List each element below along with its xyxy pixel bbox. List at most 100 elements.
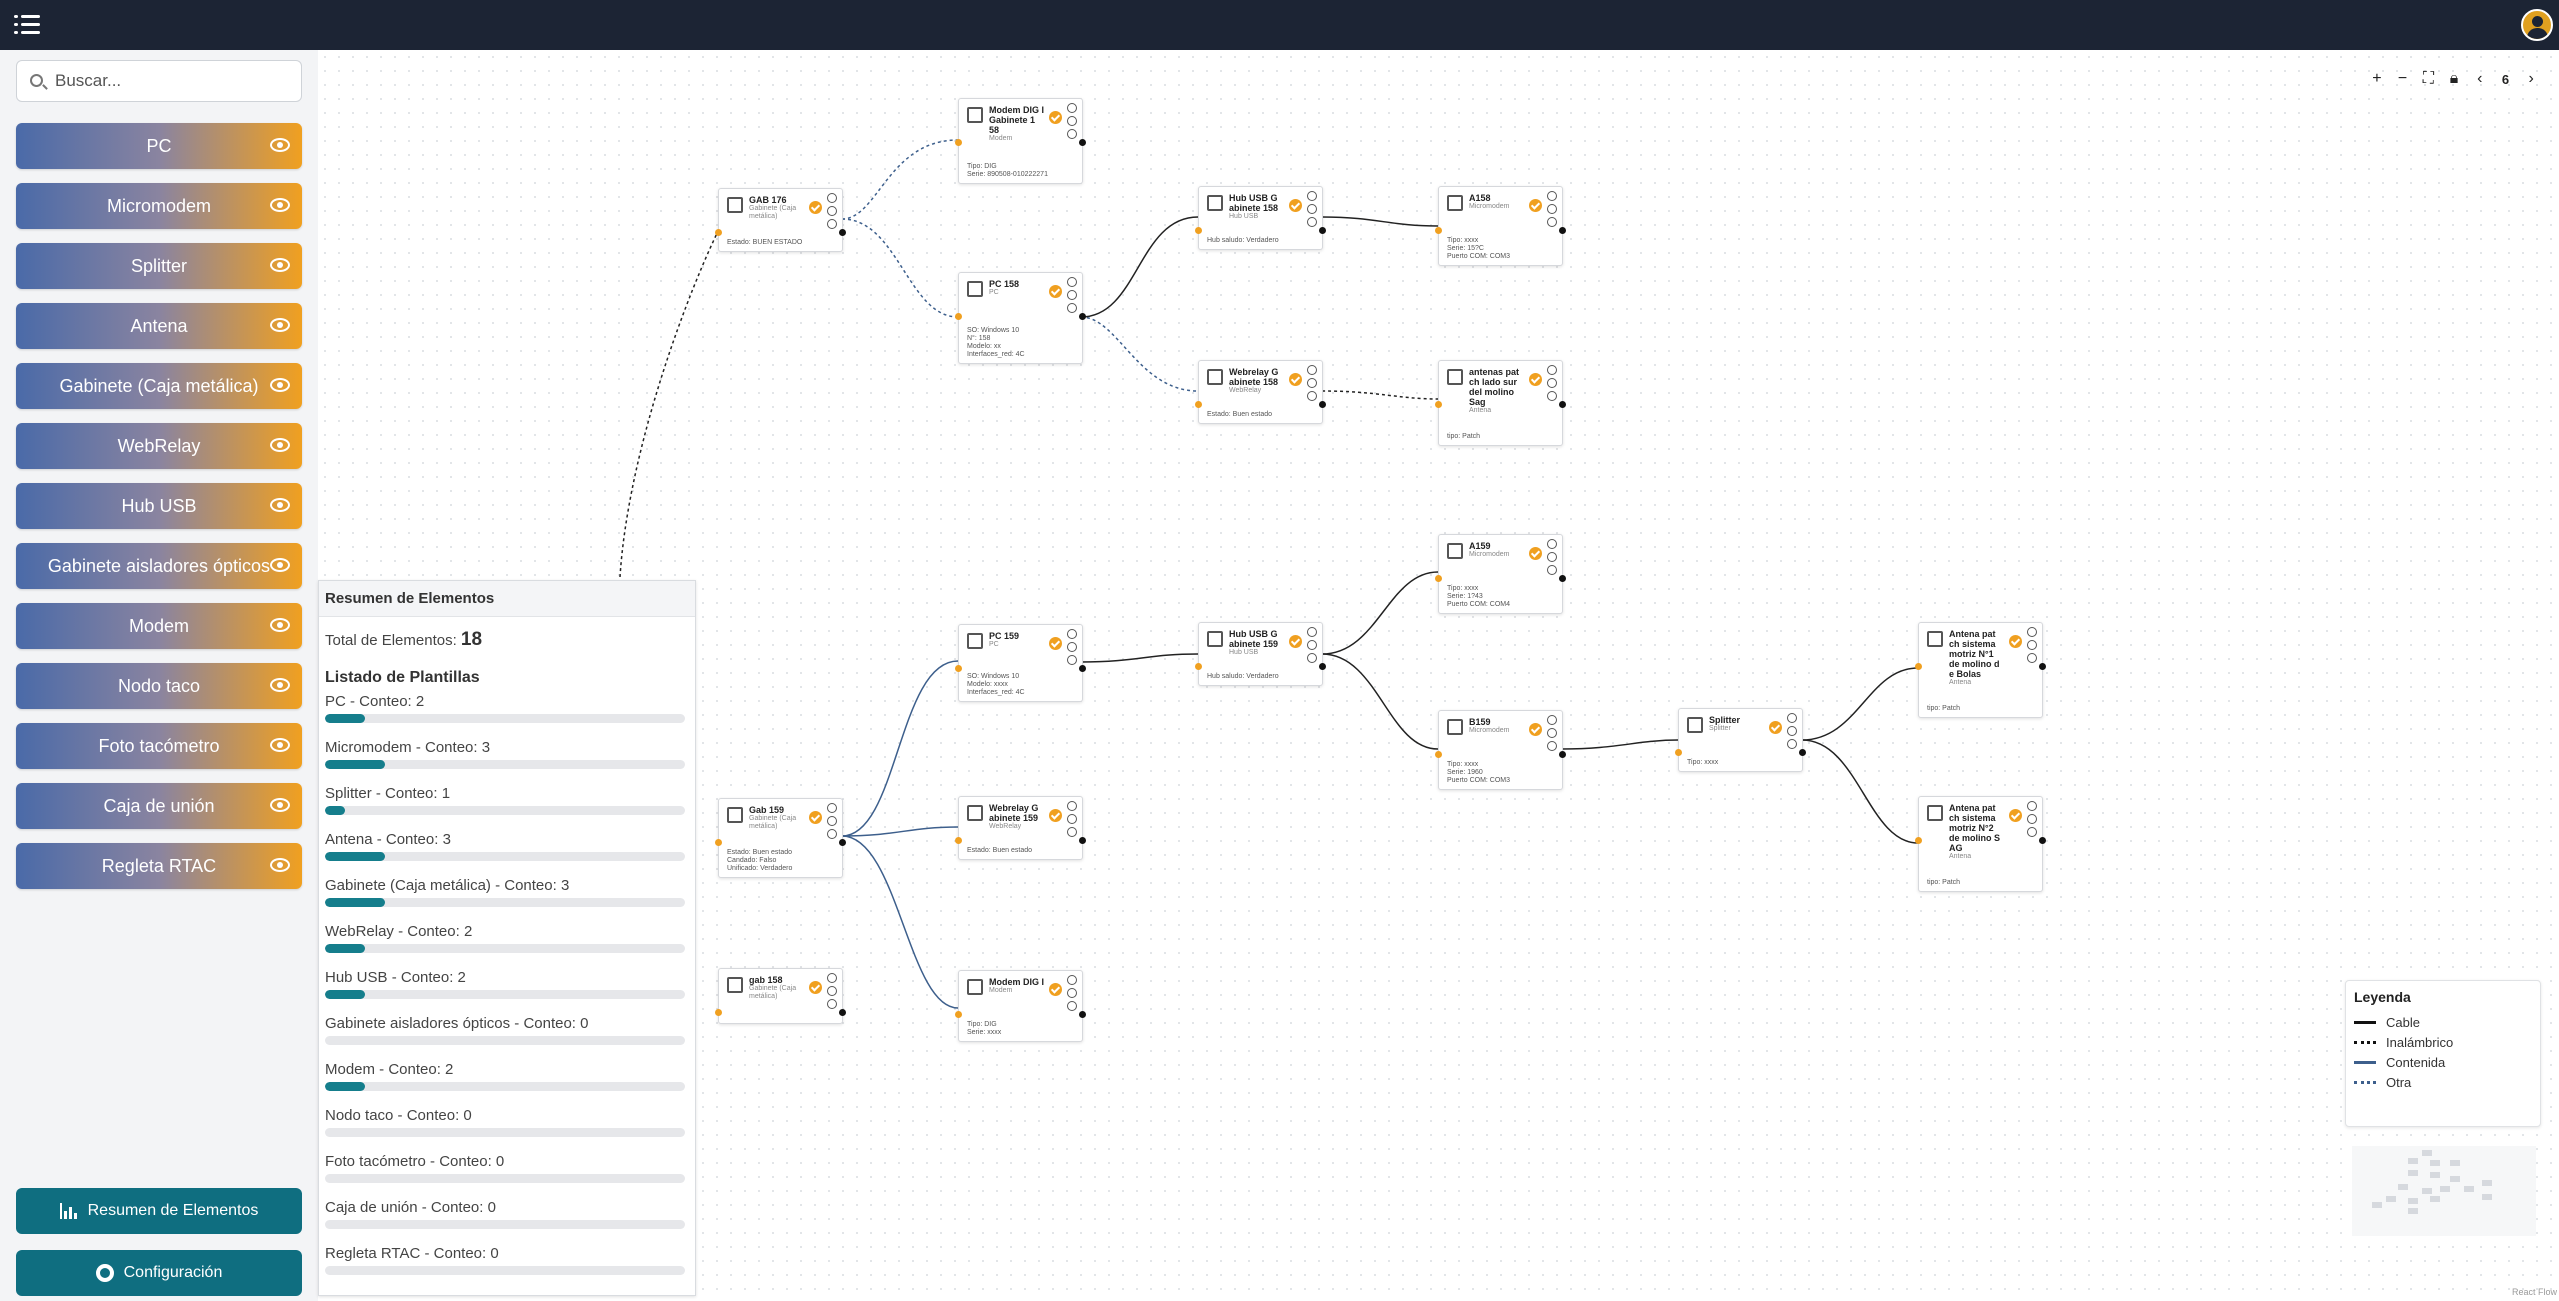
eye-icon[interactable] <box>270 558 290 572</box>
edit-icon[interactable] <box>1307 640 1317 650</box>
output-handle[interactable] <box>1319 401 1326 408</box>
template-button[interactable]: Hub USB <box>16 483 302 529</box>
summary-button[interactable]: Resumen de Elementos <box>16 1188 302 1234</box>
config-button[interactable]: Configuración <box>16 1250 302 1296</box>
input-handle[interactable] <box>955 313 962 320</box>
eye-icon[interactable] <box>270 138 290 152</box>
template-button[interactable]: Nodo taco <box>16 663 302 709</box>
minus-icon[interactable] <box>1067 1001 1077 1011</box>
edit-icon[interactable] <box>1547 378 1557 388</box>
template-button[interactable]: Modem <box>16 603 302 649</box>
template-button[interactable]: Caja de unión <box>16 783 302 829</box>
input-handle[interactable] <box>1195 663 1202 670</box>
template-button[interactable]: Foto tacómetro <box>16 723 302 769</box>
output-handle[interactable] <box>1079 139 1086 146</box>
check-icon[interactable] <box>1049 111 1062 124</box>
input-handle[interactable] <box>715 229 722 236</box>
edit-icon[interactable] <box>1307 378 1317 388</box>
minus-icon[interactable] <box>1787 739 1797 749</box>
template-button[interactable]: WebRelay <box>16 423 302 469</box>
input-handle[interactable] <box>1435 401 1442 408</box>
output-handle[interactable] <box>1079 1011 1086 1018</box>
plus-icon[interactable] <box>827 973 837 983</box>
user-avatar-icon[interactable] <box>2521 9 2553 41</box>
edit-icon[interactable] <box>827 816 837 826</box>
plus-icon[interactable] <box>827 803 837 813</box>
check-icon[interactable] <box>1289 373 1302 386</box>
minus-icon[interactable] <box>1547 391 1557 401</box>
output-handle[interactable] <box>2039 837 2046 844</box>
minus-icon[interactable] <box>1307 217 1317 227</box>
edit-icon[interactable] <box>1067 988 1077 998</box>
output-handle[interactable] <box>1079 313 1086 320</box>
check-icon[interactable] <box>1529 373 1542 386</box>
attribution[interactable]: React Flow <box>2511 1287 2557 1297</box>
input-handle[interactable] <box>955 837 962 844</box>
template-button[interactable]: PC <box>16 123 302 169</box>
input-handle[interactable] <box>1915 837 1922 844</box>
minus-icon[interactable] <box>1067 303 1077 313</box>
check-icon[interactable] <box>809 811 822 824</box>
lock-icon[interactable]: 🔒︎ <box>2449 70 2459 87</box>
output-handle[interactable] <box>1079 837 1086 844</box>
eye-icon[interactable] <box>270 678 290 692</box>
plus-icon[interactable] <box>1547 715 1557 725</box>
minus-icon[interactable] <box>2027 827 2037 837</box>
zoom-out-icon[interactable]: − <box>2397 70 2408 87</box>
check-icon[interactable] <box>1289 635 1302 648</box>
output-handle[interactable] <box>1319 227 1326 234</box>
check-icon[interactable] <box>809 981 822 994</box>
edit-icon[interactable] <box>1067 116 1077 126</box>
edit-icon[interactable] <box>1067 290 1077 300</box>
zoom-in-icon[interactable]: + <box>2372 70 2382 87</box>
input-handle[interactable] <box>1195 401 1202 408</box>
output-handle[interactable] <box>1559 227 1566 234</box>
template-button[interactable]: Micromodem <box>16 183 302 229</box>
plus-icon[interactable] <box>1067 103 1077 113</box>
edit-icon[interactable] <box>827 986 837 996</box>
input-handle[interactable] <box>955 1011 962 1018</box>
check-icon[interactable] <box>2009 635 2022 648</box>
input-handle[interactable] <box>1435 227 1442 234</box>
next-page-icon[interactable]: › <box>2528 70 2534 87</box>
plus-icon[interactable] <box>1307 191 1317 201</box>
eye-icon[interactable] <box>270 198 290 212</box>
input-handle[interactable] <box>1435 751 1442 758</box>
output-handle[interactable] <box>1799 749 1806 756</box>
input-handle[interactable] <box>1435 575 1442 582</box>
edit-icon[interactable] <box>1307 204 1317 214</box>
eye-icon[interactable] <box>270 858 290 872</box>
plus-icon[interactable] <box>1787 713 1797 723</box>
search-input[interactable] <box>55 61 295 101</box>
eye-icon[interactable] <box>270 258 290 272</box>
minus-icon[interactable] <box>1547 565 1557 575</box>
plus-icon[interactable] <box>1547 539 1557 549</box>
output-handle[interactable] <box>1559 401 1566 408</box>
input-handle[interactable] <box>715 839 722 846</box>
edit-icon[interactable] <box>1067 642 1077 652</box>
template-button[interactable]: Gabinete (Caja metálica) <box>16 363 302 409</box>
edit-icon[interactable] <box>2027 814 2037 824</box>
input-handle[interactable] <box>715 1009 722 1016</box>
check-icon[interactable] <box>1049 983 1062 996</box>
minus-icon[interactable] <box>1067 655 1077 665</box>
prev-page-icon[interactable]: ‹ <box>2477 70 2483 87</box>
input-handle[interactable] <box>955 139 962 146</box>
minus-icon[interactable] <box>1547 741 1557 751</box>
plus-icon[interactable] <box>1067 801 1077 811</box>
output-handle[interactable] <box>839 229 846 236</box>
input-handle[interactable] <box>1675 749 1682 756</box>
eye-icon[interactable] <box>270 738 290 752</box>
input-handle[interactable] <box>1915 663 1922 670</box>
